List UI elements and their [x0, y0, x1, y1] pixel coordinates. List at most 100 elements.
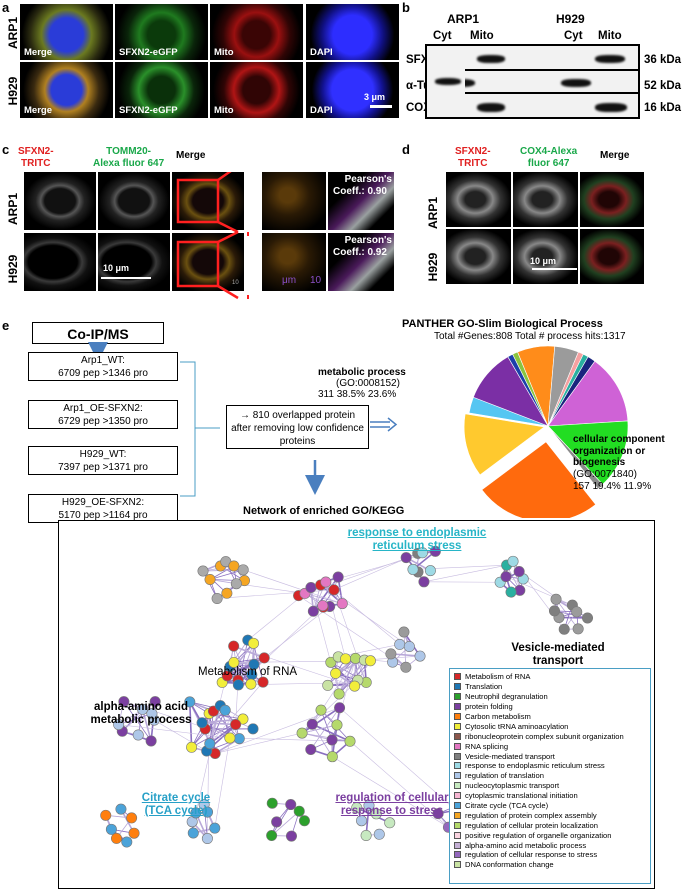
legend-item: Carbon metabolism: [454, 712, 646, 722]
legend-label: regulation of cellular response to stres…: [465, 850, 598, 860]
network-node: [572, 623, 584, 635]
legend-label: Neutrophil degranulation: [465, 692, 548, 702]
legend-swatch: [454, 673, 461, 681]
pie-callout-cellular-stats: (GO:0071840) 157 19.4% 11.9%: [573, 469, 685, 492]
network-edge: [302, 732, 351, 742]
network-edge: [154, 719, 207, 752]
legend-item: Neutrophil degranulation: [454, 692, 646, 702]
panel-c-h929-scatter: [328, 233, 394, 291]
network-node: [325, 656, 337, 668]
legend-item: regulation of cellular protein localizat…: [454, 820, 646, 830]
network-edge: [332, 756, 449, 828]
network-node: [403, 641, 415, 653]
legend-label: Metabolism of RNA: [465, 672, 531, 682]
legend-label: cytoplasmic translational initiation: [465, 791, 578, 801]
network-node: [317, 600, 329, 612]
legend-label: RNA splicing: [465, 741, 509, 751]
pie-callout-metabolic: metabolic process (GO:0008152) 311 38.5%…: [318, 367, 438, 400]
network-node: [360, 830, 372, 842]
network-node: [307, 605, 319, 617]
blot-cox4: [463, 92, 640, 119]
callout-2-title: cellular component organization or bioge…: [573, 434, 665, 468]
network-node: [322, 679, 334, 691]
network-edge: [271, 810, 300, 836]
network-edge: [264, 606, 330, 659]
panel-c-axis-unit: μm: [282, 275, 297, 286]
panel-c-arp1-zoom: [262, 172, 326, 230]
callout-1-go: (GO:0008152): [336, 378, 400, 389]
network-node: [356, 815, 368, 827]
panel-c-arp1-tomm20: [98, 172, 170, 230]
legend-swatch: [454, 772, 461, 780]
network-node: [370, 808, 382, 820]
network-node: [364, 655, 376, 667]
network-node: [247, 723, 259, 735]
network-node: [320, 576, 332, 588]
network-node: [224, 732, 236, 744]
network-node: [507, 555, 519, 567]
legend-swatch: [454, 792, 461, 800]
network-node: [558, 623, 570, 635]
sample-name-0: Arp1_WT:: [81, 355, 125, 366]
network-node: [145, 735, 157, 747]
network-node: [349, 680, 361, 692]
legend-swatch: [454, 713, 461, 720]
network-title: Network of enriched GO/KEGG: [243, 505, 405, 517]
network-node: [196, 717, 208, 729]
cluster-label-rna: Metabolism of RNA: [198, 666, 298, 678]
network-node: [113, 719, 125, 731]
panel-b-fraction-cyt-1: Cyt: [433, 30, 452, 42]
legend-label: regulation of translation: [465, 771, 544, 781]
panel-a-h929-sfxn2-egfp: SFXN2-eGFP: [115, 62, 208, 118]
panel-d-col-sfxn2: SFXN2- TRITC: [455, 146, 491, 169]
network-node: [197, 565, 209, 577]
network-node: [285, 799, 297, 811]
pie-slice-1: [463, 413, 545, 476]
legend-swatch: [454, 811, 461, 819]
legend-swatch: [454, 802, 461, 810]
legend-item: nucleocytoplasmic transport: [454, 781, 646, 791]
network-node: [418, 576, 430, 588]
network-node: [190, 807, 202, 819]
legend-swatch: [454, 752, 461, 760]
network-node: [400, 661, 412, 673]
network-node: [201, 833, 213, 845]
legend-swatch: [454, 703, 461, 711]
panel-a-h929-label-1: SFXN2-eGFP: [119, 105, 178, 116]
legend-label: DNA conformation change: [465, 860, 554, 870]
sample-name-3: H929_OE-SFXN2:: [61, 497, 145, 508]
legend-label: positive regulation of organelle organiz…: [465, 830, 612, 840]
pie-slice-12: [547, 420, 629, 485]
network-node: [315, 704, 327, 716]
legend-swatch: [454, 742, 461, 750]
panel-a-arp1-label-3: DAPI: [310, 47, 333, 58]
panel-c-scale-line: [101, 277, 151, 279]
sample-stats-2: 7397 pep >1371 pro: [58, 462, 148, 473]
cluster-label-tca: Citrate cycle (TCA cycle): [141, 792, 211, 817]
network-node: [121, 836, 133, 848]
pearson-value-0: Coeff.: 0.90: [333, 186, 387, 197]
panel-c-col-sfxn2: SFXN2- TRITC: [18, 146, 54, 169]
legend-label: ribonucleoprotein complex subunit organi…: [465, 731, 624, 741]
network-node: [407, 563, 419, 575]
panel-c-h929-sfxn2: [24, 233, 96, 291]
panel-c-scale-bar: 10 μm: [103, 263, 130, 273]
network-node: [513, 566, 525, 578]
network-node: [137, 703, 149, 715]
pie-callout-cellular: cellular component organization or bioge…: [573, 434, 685, 469]
network-node: [266, 797, 278, 809]
callout-2-go: (GO:0071840): [573, 469, 637, 480]
panel-d-scale-bar: 10 μm: [530, 256, 557, 266]
sample-box-0: Arp1_WT:6709 pep >1346 pro: [28, 352, 178, 381]
legend-label: response to endoplasmic reticulum stress: [465, 761, 605, 771]
network-node: [340, 653, 352, 665]
network-node: [202, 806, 214, 818]
network-edge: [423, 564, 507, 583]
panel-b-fraction-cyt-2: Cyt: [564, 30, 583, 42]
panel-c-arp1-scatter: [328, 172, 394, 230]
legend-item: DNA conformation change: [454, 860, 646, 870]
network-node: [550, 593, 562, 605]
panel-c-axis-tick: 10: [310, 275, 322, 286]
